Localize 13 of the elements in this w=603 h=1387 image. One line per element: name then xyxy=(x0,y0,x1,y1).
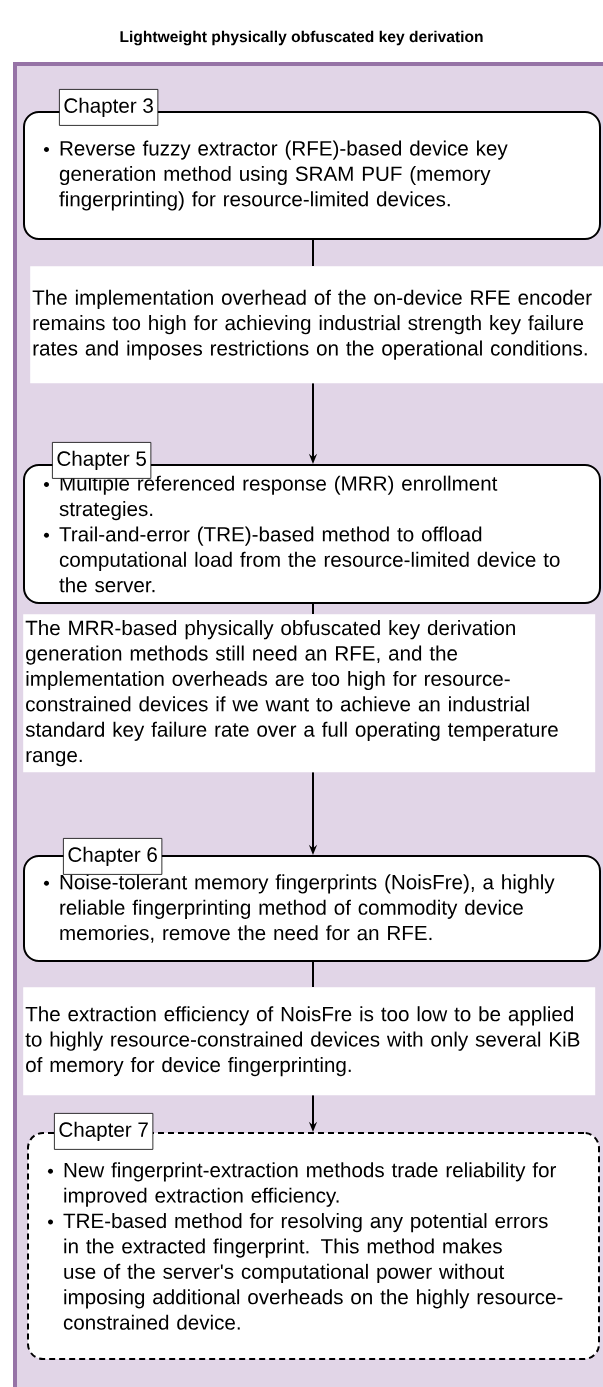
note-box: The implementation overhead of the on-device RFE encoder remains too high for achieving industrial strength key failure rates and imposes restrictions on the operational conditions. xyxy=(30,266,603,384)
bullet-text: Reverse fuzzy extractor (RFE)-based device key generation method using SRAM PUF (memory fingerprinting) for resource-limited devices. xyxy=(59,140,508,211)
chapter-label: Chapter 6 xyxy=(63,838,163,875)
bullet-text: TRE-based method for resolving any potential errors in the extracted fingerprint. This method makes use of the server's computational power without imposing additional overheads on the highly resource-constrained device. xyxy=(63,1213,563,1330)
bullet-text: New fingerprint-extraction methods trade reliability for improved extraction efficiency. xyxy=(64,1162,556,1207)
chapter-label: Chapter 7 xyxy=(54,1113,154,1150)
chapter-label: Chapter 3 xyxy=(59,89,159,126)
bullet-text: Trail-and-error (TRE)-based method to offload computational load from the resource-limited device to the server. xyxy=(59,526,560,593)
bullet-text: Noise-tolerant memory fingerprints (NoisFre), a highly reliable fingerprinting method of commodity device memories, remove the need for an RFE. xyxy=(60,874,555,943)
chapter-label: Chapter 5 xyxy=(52,442,152,479)
note-box: The extraction efficiency of NoisFre is too low to be applied to highly resource-constrained devices with only several KiB of memory for device fingerprinting. xyxy=(23,987,596,1096)
title: Lightweight physically obfuscated key derivation xyxy=(120,30,483,46)
note-box: The MRR-based physically obfuscated key derivation generation methods still need an RFE, and the implementation overheads are too high for resource-constrained devices if we want to achieve an industrial standard key failure rate over a full operating temperature range. xyxy=(23,614,596,773)
